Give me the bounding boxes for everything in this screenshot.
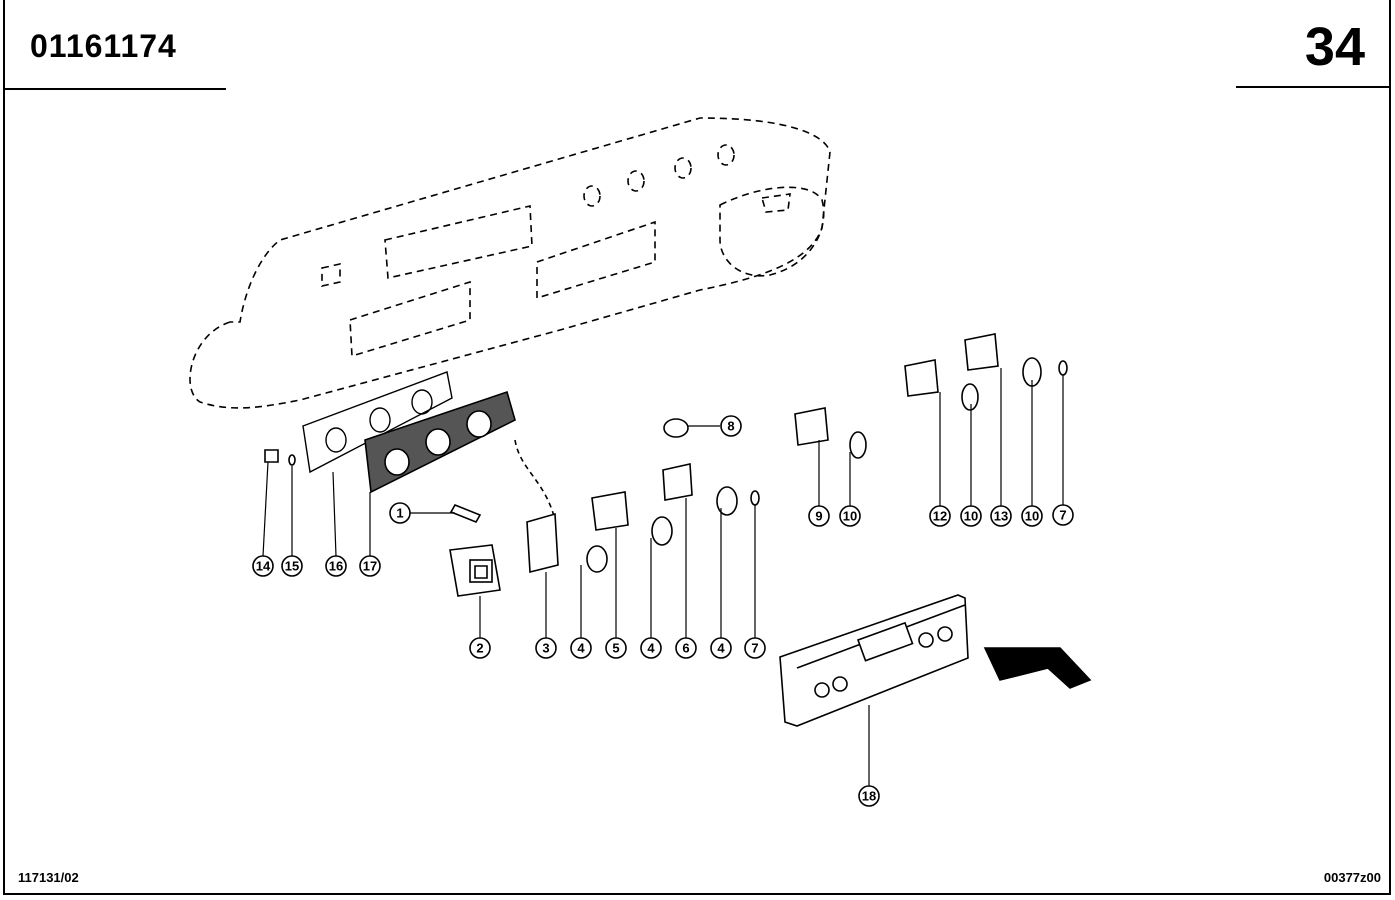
- svg-text:15: 15: [285, 559, 299, 574]
- callout-9: 9: [808, 505, 830, 527]
- svg-text:1: 1: [396, 506, 403, 521]
- svg-text:4: 4: [577, 641, 585, 656]
- svg-text:10: 10: [964, 509, 978, 524]
- part-number: 01161174: [30, 28, 177, 64]
- callout-8: 8: [720, 415, 742, 437]
- svg-text:9: 9: [815, 509, 822, 524]
- drawing-code-right: 00377z00: [1323, 870, 1381, 885]
- callout-17: 17: [359, 555, 381, 577]
- header-rule-left: [3, 88, 226, 90]
- callout-4: 4: [640, 637, 662, 659]
- svg-text:17: 17: [363, 559, 377, 574]
- callout-10: 10: [1021, 505, 1043, 527]
- callout-18: 18: [858, 785, 880, 807]
- callout-group: 1 2 3 4 4 4 5 6 7 7 8 9 10 10 10 10 12 1…: [252, 415, 1074, 807]
- callout-13: 13: [990, 505, 1012, 527]
- callout-12: 12: [929, 505, 951, 527]
- gasket: [364, 390, 516, 494]
- svg-text:6: 6: [682, 641, 689, 656]
- dashboard-outline: [189, 117, 831, 409]
- header-rule-right: [1236, 86, 1391, 88]
- svg-text:7: 7: [1059, 508, 1066, 523]
- svg-text:18: 18: [862, 789, 876, 804]
- svg-text:2: 2: [476, 641, 483, 656]
- svg-text:4: 4: [717, 641, 725, 656]
- callout-10: 10: [960, 505, 982, 527]
- svg-text:3: 3: [542, 641, 549, 656]
- page-number: 34: [1304, 17, 1365, 77]
- callout-6: 6: [675, 637, 697, 659]
- callout-5: 5: [605, 637, 627, 659]
- callout-16: 16: [325, 555, 347, 577]
- svg-text:14: 14: [256, 559, 271, 574]
- svg-text:5: 5: [612, 641, 619, 656]
- drawing-frame: [3, 0, 1391, 895]
- svg-text:16: 16: [329, 559, 343, 574]
- svg-text:4: 4: [647, 641, 655, 656]
- direction-arrow: [983, 647, 1092, 689]
- callout-15: 15: [281, 555, 303, 577]
- callout-3: 3: [535, 637, 557, 659]
- callout-1: 1: [389, 502, 411, 524]
- callout-7: 7: [1052, 504, 1074, 526]
- svg-text:10: 10: [1025, 509, 1039, 524]
- drawing-code-left: 117131/02: [18, 870, 79, 885]
- callout-4: 4: [710, 637, 732, 659]
- svg-text:7: 7: [751, 641, 758, 656]
- callout-4: 4: [570, 637, 592, 659]
- climate-control-panel: [779, 594, 969, 727]
- svg-text:8: 8: [727, 419, 734, 434]
- svg-text:10: 10: [843, 509, 857, 524]
- bezel-plate: [302, 371, 453, 474]
- callout-14: 14: [252, 555, 274, 577]
- svg-text:12: 12: [933, 509, 947, 524]
- callout-7: 7: [744, 637, 766, 659]
- callout-2: 2: [469, 637, 491, 659]
- svg-text:13: 13: [994, 509, 1008, 524]
- callout-10: 10: [839, 505, 861, 527]
